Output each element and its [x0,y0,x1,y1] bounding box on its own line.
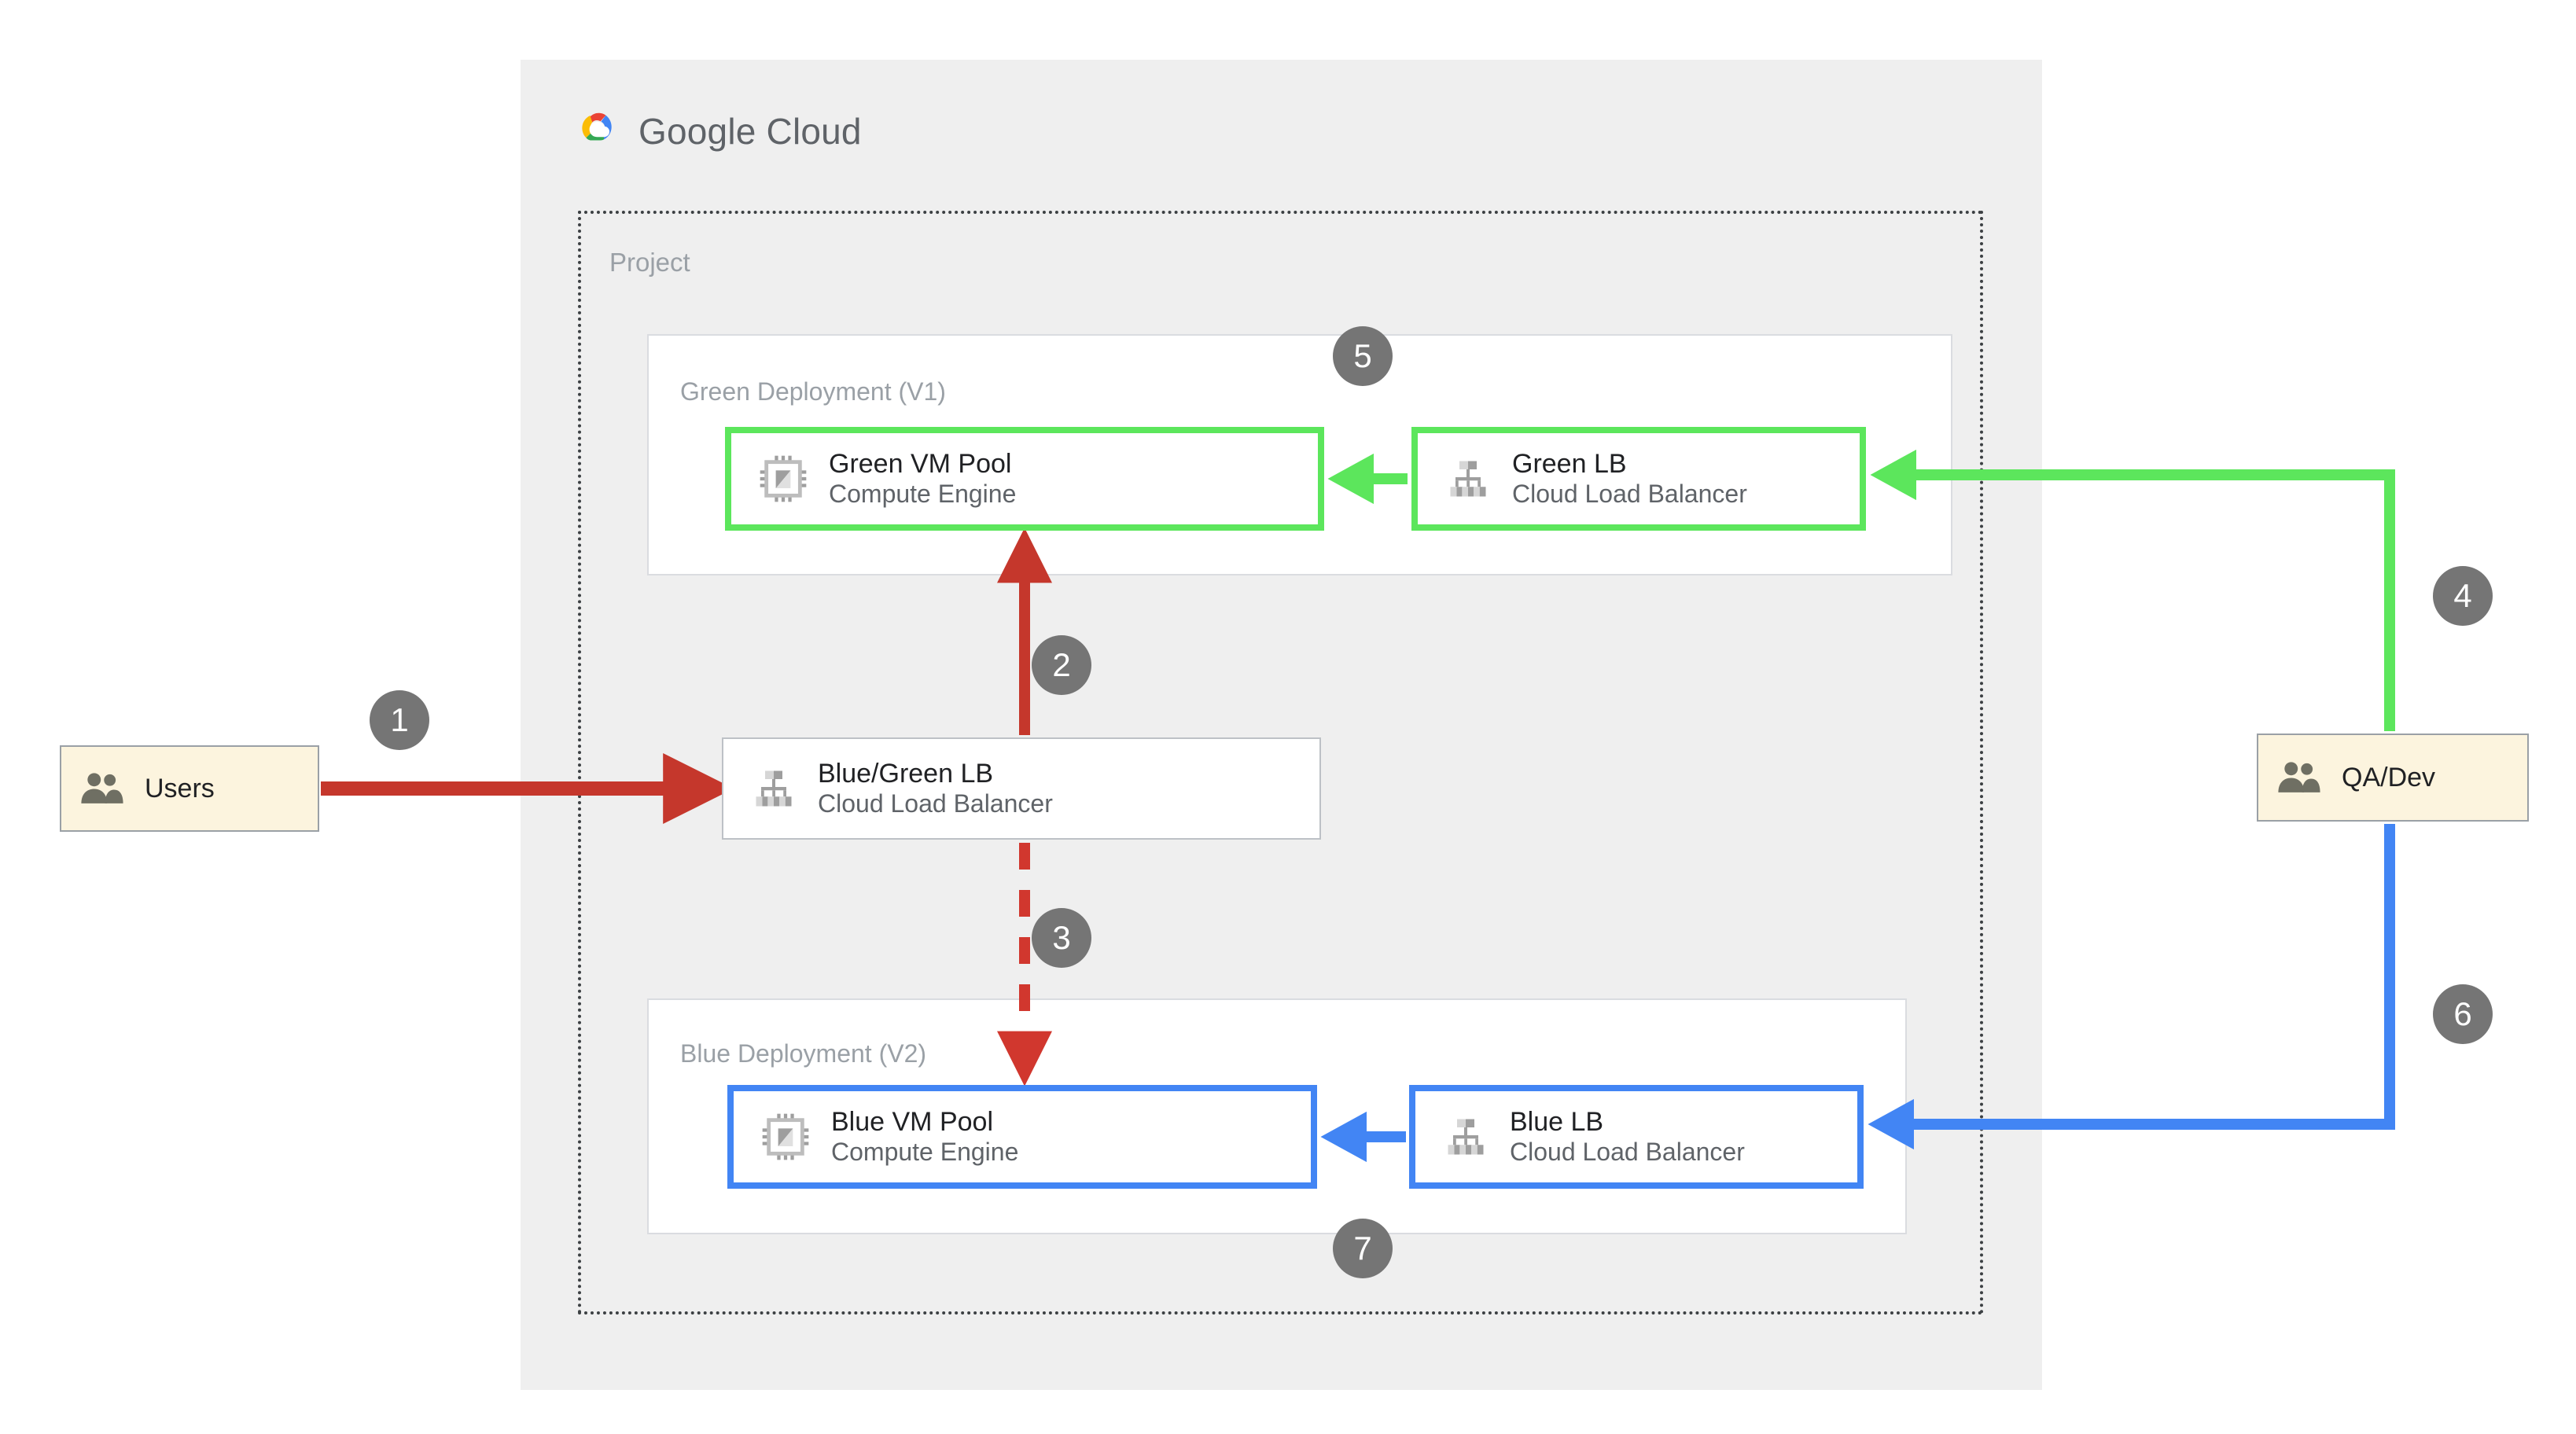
node-blue-vm-pool[interactable]: Blue VM Pool Compute Engine [727,1085,1317,1189]
load-balancer-icon [1450,461,1486,497]
node-title: Green LB [1512,449,1627,480]
node-subtitle: Cloud Load Balancer [1512,480,1747,509]
actor-users[interactable]: Users [60,745,319,832]
people-icon [2278,762,2320,792]
actor-qa-dev[interactable]: QA/Dev [2257,734,2529,822]
blue-deployment-label: Blue Deployment (V2) [680,1039,927,1068]
node-blue-lb[interactable]: Blue LB Cloud Load Balancer [1409,1085,1864,1189]
node-title: Blue VM Pool [831,1107,993,1138]
node-blue-green-lb[interactable]: Blue/Green LB Cloud Load Balancer [722,737,1321,840]
step-badge-2: 2 [1032,635,1091,695]
node-title: Green VM Pool [829,449,1012,480]
google-cloud-brand: Google Cloud [574,110,862,153]
brand-text: Google Cloud [638,110,862,153]
step-badge-6: 6 [2433,984,2493,1044]
load-balancer-icon [1448,1119,1484,1155]
node-green-vm-pool[interactable]: Green VM Pool Compute Engine [725,427,1324,531]
step-badge-5: 5 [1333,326,1393,386]
step-badge-1: 1 [370,690,429,750]
project-label: Project [609,248,690,277]
node-subtitle: Compute Engine [831,1138,1019,1167]
green-deployment-label: Green Deployment (V1) [680,377,946,406]
step-badge-4: 4 [2433,566,2493,626]
actor-label: Users [145,773,215,803]
node-green-lb[interactable]: Green LB Cloud Load Balancer [1411,427,1866,531]
actor-label: QA/Dev [2342,762,2436,792]
node-subtitle: Compute Engine [829,480,1017,509]
node-subtitle: Cloud Load Balancer [818,789,1053,818]
node-title: Blue/Green LB [818,759,994,789]
brand-google: Google [638,111,756,152]
cpu-chip-icon [762,1113,809,1160]
step-badge-7: 7 [1333,1219,1393,1278]
project-boundary [578,211,1983,1314]
load-balancer-icon [756,770,792,807]
step-badge-3: 3 [1032,908,1091,968]
node-title: Blue LB [1510,1107,1604,1138]
google-cloud-logo-icon [582,112,612,141]
node-subtitle: Cloud Load Balancer [1510,1138,1745,1167]
brand-cloud: Cloud [756,111,862,152]
cpu-chip-icon [760,455,807,502]
people-icon [81,773,123,803]
